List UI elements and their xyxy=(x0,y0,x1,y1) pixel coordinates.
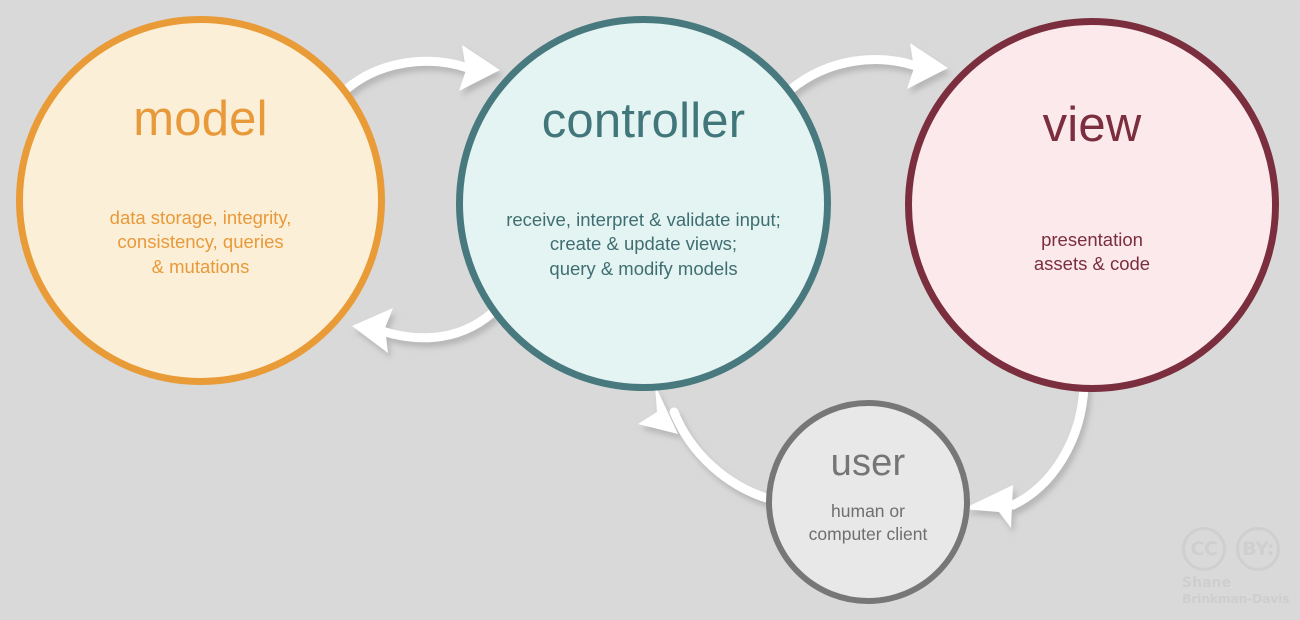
node-controller[interactable]: controller receive, interpret & validate… xyxy=(456,16,831,391)
node-model[interactable]: model data storage, integrity, consisten… xyxy=(16,16,385,385)
arrow-model-to-controller xyxy=(337,45,500,98)
node-model-title: model xyxy=(133,92,268,146)
arrow-controller-to-model xyxy=(352,308,497,353)
arrow-view-to-user xyxy=(963,380,1089,528)
node-view[interactable]: view presentation assets & code xyxy=(905,18,1279,392)
node-view-title: view xyxy=(1042,98,1142,152)
attribution-by-icon: BY: xyxy=(1236,527,1280,571)
node-user-description: human or computer client xyxy=(808,501,928,545)
creative-commons-badge[interactable]: CC BY: Shane Brinkman-Davis xyxy=(1182,527,1290,609)
node-user[interactable]: user human or computer client xyxy=(766,400,970,604)
arrow-controller-to-view xyxy=(785,43,948,95)
node-controller-description: receive, interpret & validate input; cre… xyxy=(506,209,781,279)
author-name-line2: Brinkman-Davis xyxy=(1182,591,1290,606)
node-model-description: data storage, integrity, consistency, qu… xyxy=(109,207,292,277)
node-user-title: user xyxy=(830,442,906,484)
arrow-user-to-controller xyxy=(638,385,778,505)
author-name-line1: Shane xyxy=(1182,575,1231,591)
creative-commons-icon: CC xyxy=(1182,527,1226,571)
node-controller-title: controller xyxy=(541,94,746,148)
node-view-description: presentation assets & code xyxy=(1033,229,1151,275)
